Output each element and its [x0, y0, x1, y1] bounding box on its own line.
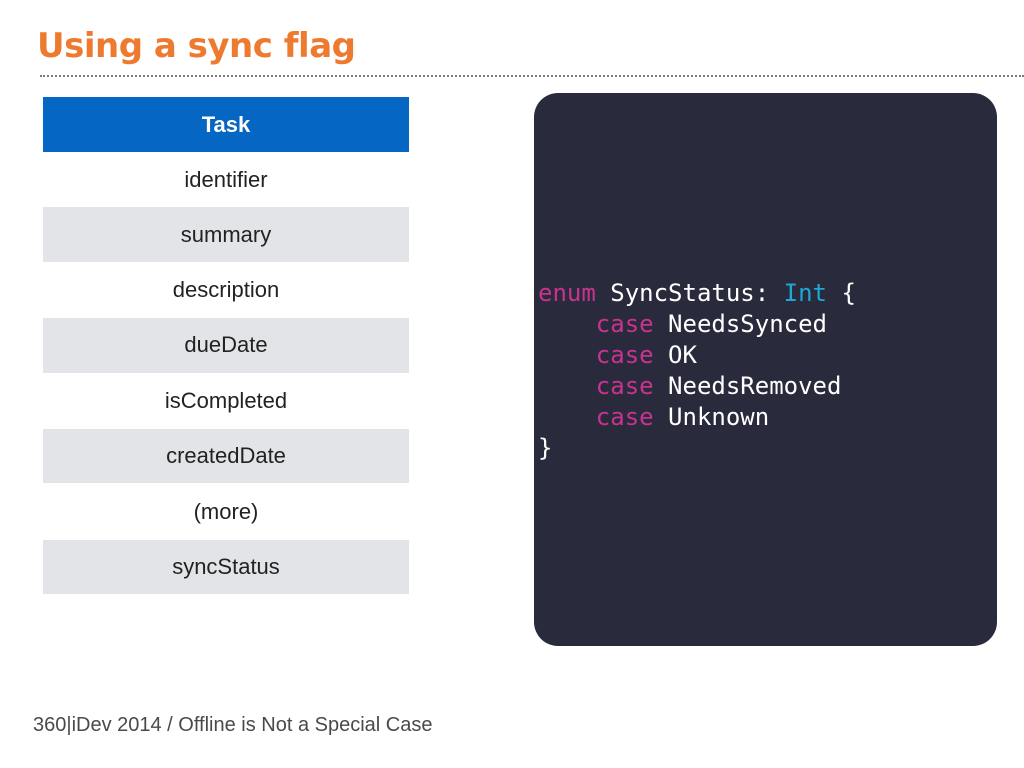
code-panel [534, 93, 997, 646]
code-case-keyword: case [595, 372, 654, 400]
code-enum-name: SyncStatus: [610, 279, 770, 307]
code-case-name: NeedsSynced [668, 310, 827, 338]
sync-status-enum-code: enum SyncStatus: Int { case NeedsSynced … [538, 278, 856, 464]
table-row-created-date: createdDate [43, 428, 409, 485]
code-case-keyword: case [595, 341, 654, 369]
table-row-more: (more) [43, 484, 409, 540]
table-row-is-completed: isCompleted [43, 373, 409, 429]
code-open-brace: { [841, 279, 856, 307]
code-case-keyword: case [595, 403, 654, 431]
code-case-name: NeedsRemoved [668, 372, 842, 400]
slide-title: Using a sync flag [37, 26, 356, 66]
title-divider [40, 75, 1024, 77]
code-line-enum-declaration: enum SyncStatus: Int { [538, 278, 856, 309]
slide-footer: 360|iDev 2014 / Offline is Not a Special… [33, 714, 433, 736]
code-line-close-brace: } [538, 433, 856, 464]
code-case-name: Unknown [668, 403, 770, 431]
task-entity-table: Task identifier summary description dueD… [43, 97, 409, 596]
table-row-summary: summary [43, 207, 409, 263]
table-row-sync-status: syncStatus [43, 539, 409, 596]
table-row-description: description [43, 262, 409, 319]
code-enum-keyword: enum [538, 279, 596, 307]
code-line-case-needs-synced: case NeedsSynced [538, 309, 856, 340]
code-close-brace: } [538, 434, 553, 462]
code-line-case-unknown: case Unknown [538, 402, 856, 433]
code-raw-type: Int [783, 279, 828, 307]
code-case-name: OK [668, 341, 697, 369]
code-line-case-ok: case OK [538, 340, 856, 371]
table-header: Task [43, 97, 409, 152]
code-line-case-needs-removed: case NeedsRemoved [538, 371, 856, 402]
table-row-identifier: identifier [43, 152, 409, 208]
table-row-due-date: dueDate [43, 318, 409, 374]
code-case-keyword: case [595, 310, 654, 338]
